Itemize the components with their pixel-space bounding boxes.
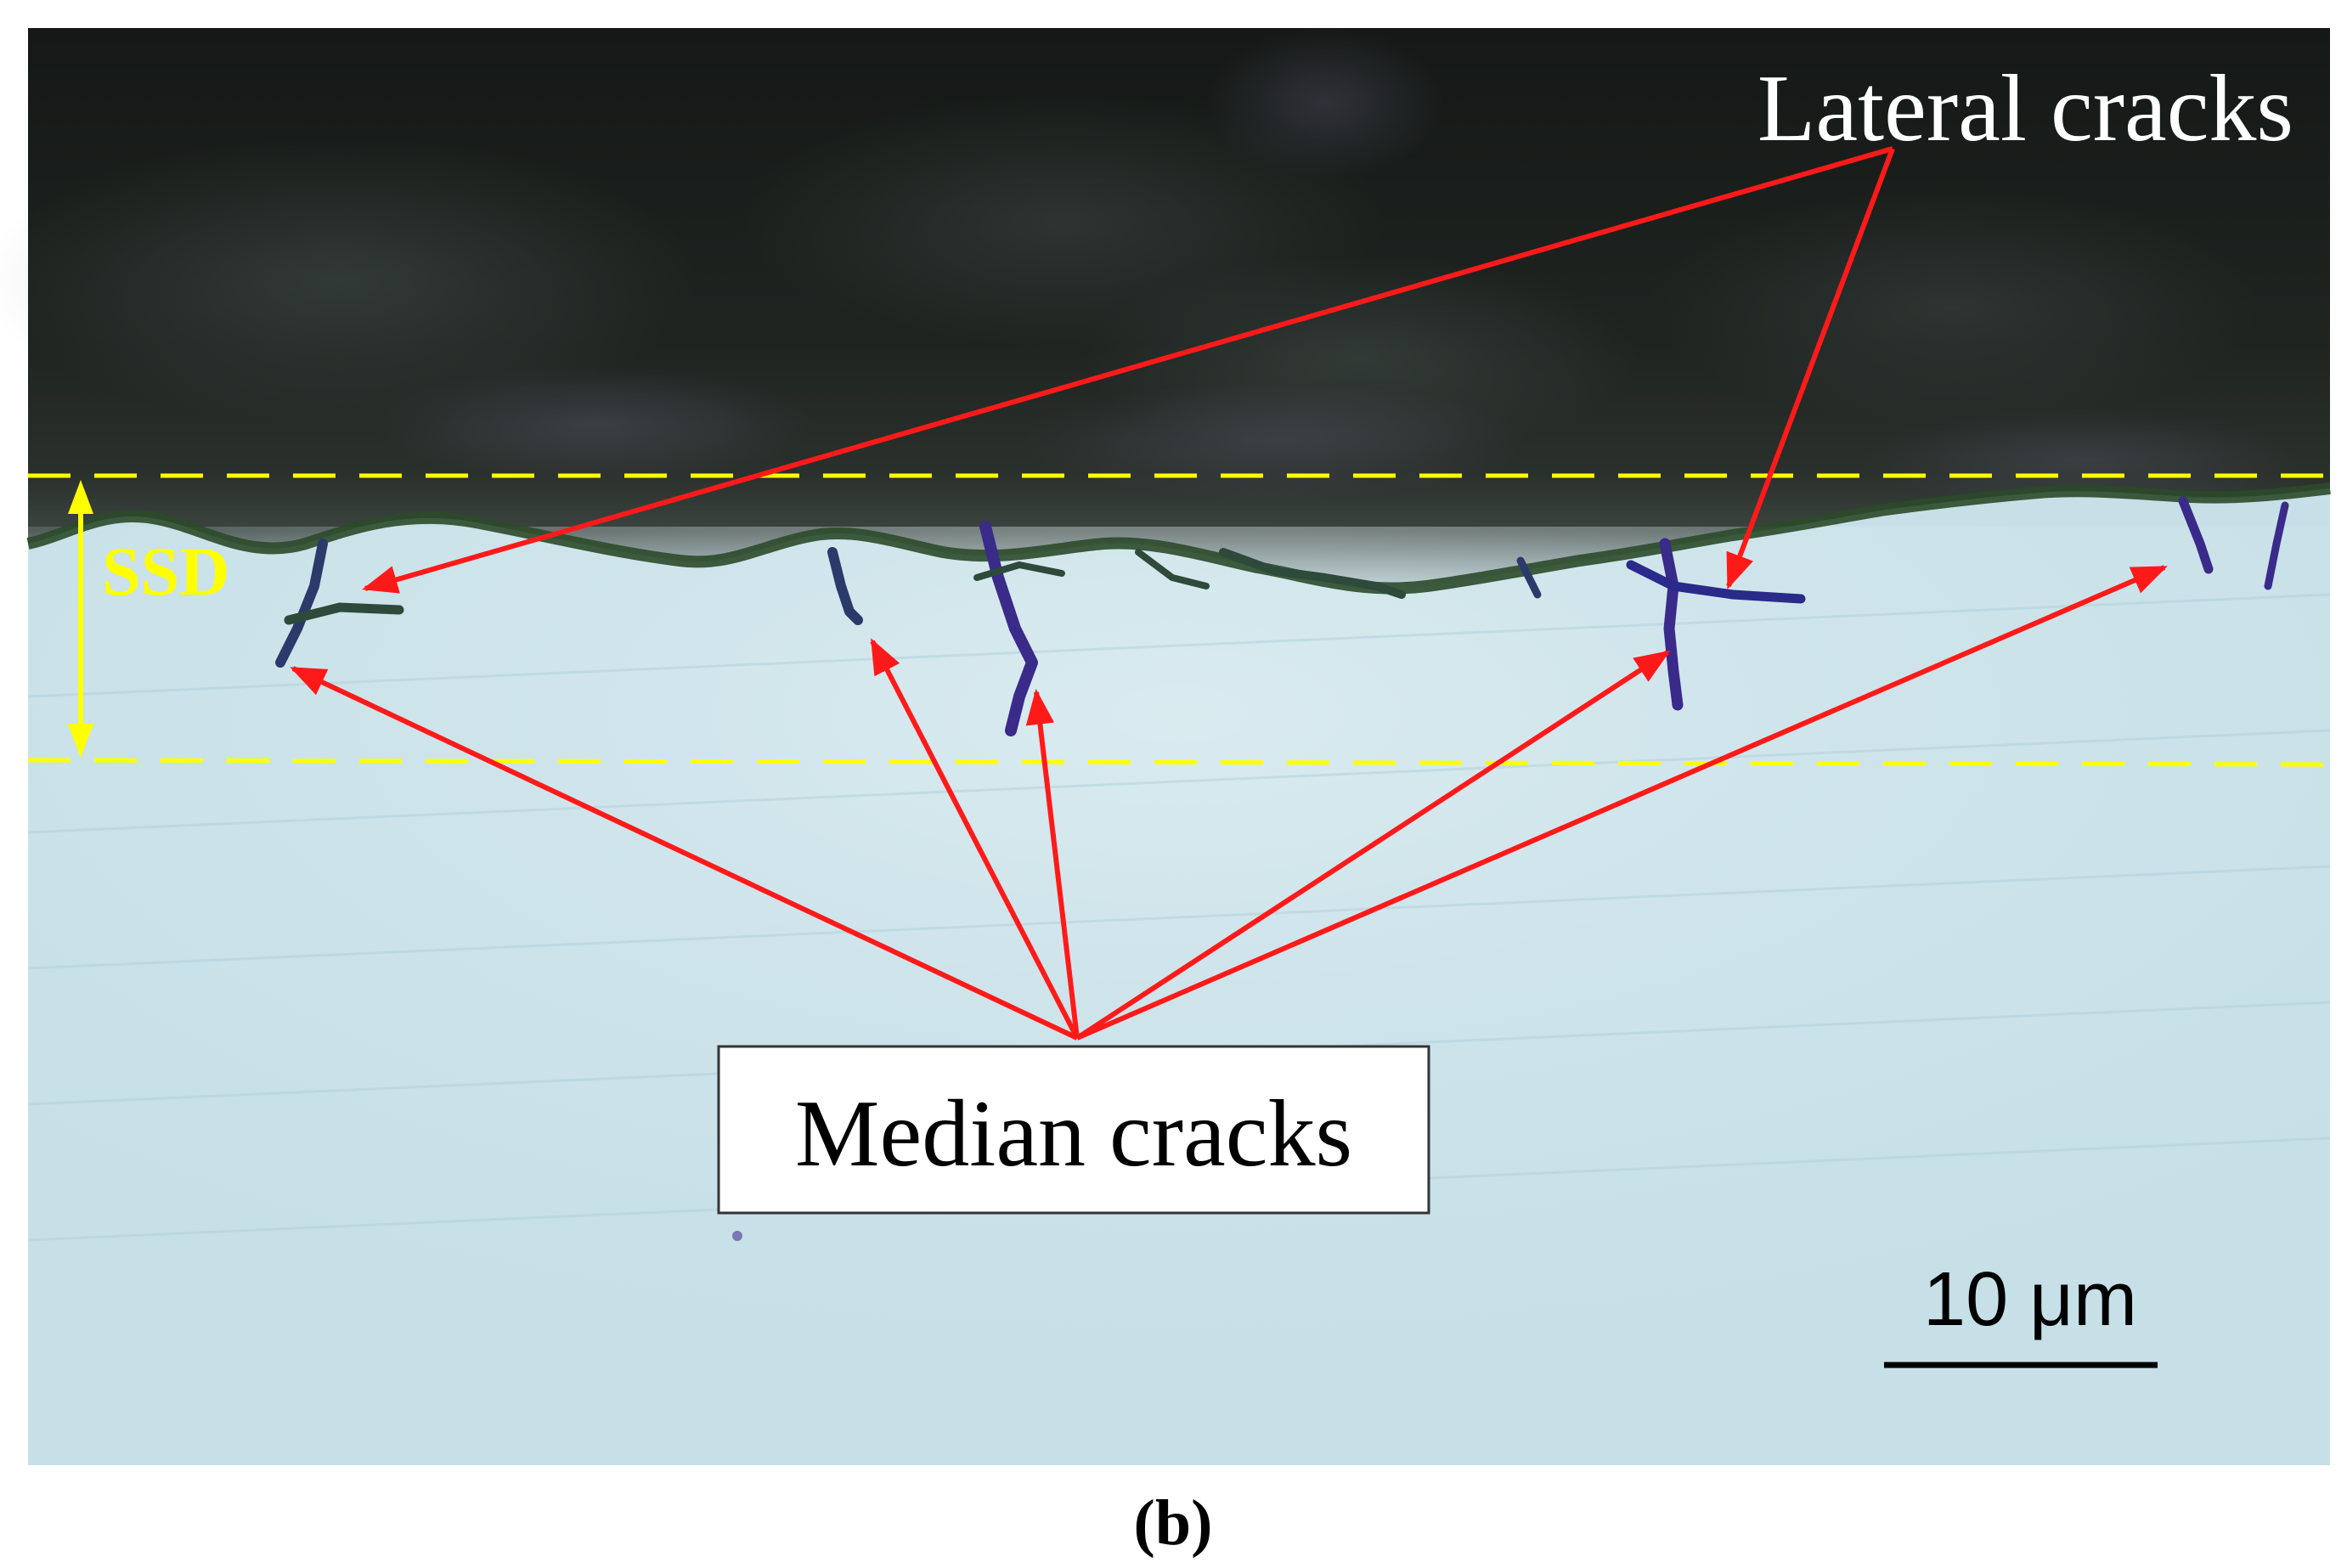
scale-bar: 10 μm xyxy=(1884,1257,2158,1368)
ssd-label: SSD xyxy=(102,533,229,610)
damaged-surface-layer xyxy=(26,482,2331,595)
ssd-bottom-line xyxy=(27,758,2347,767)
median-cracks-label: Median cracks xyxy=(795,1081,1352,1187)
median-crack-arrows xyxy=(290,565,2168,1041)
median-cracks-callout: Median cracks xyxy=(717,1045,1430,1215)
ssd-guides: SSD xyxy=(27,473,2347,767)
micrograph-image xyxy=(0,25,2331,1465)
panel-label: (b) xyxy=(1134,1487,1213,1559)
scale-bar-label: 10 μm xyxy=(1923,1257,2137,1342)
crack-features xyxy=(275,496,2289,736)
lateral-crack-arrows xyxy=(361,146,1895,594)
lateral-cracks-label: Lateral cracks xyxy=(1757,56,2293,161)
